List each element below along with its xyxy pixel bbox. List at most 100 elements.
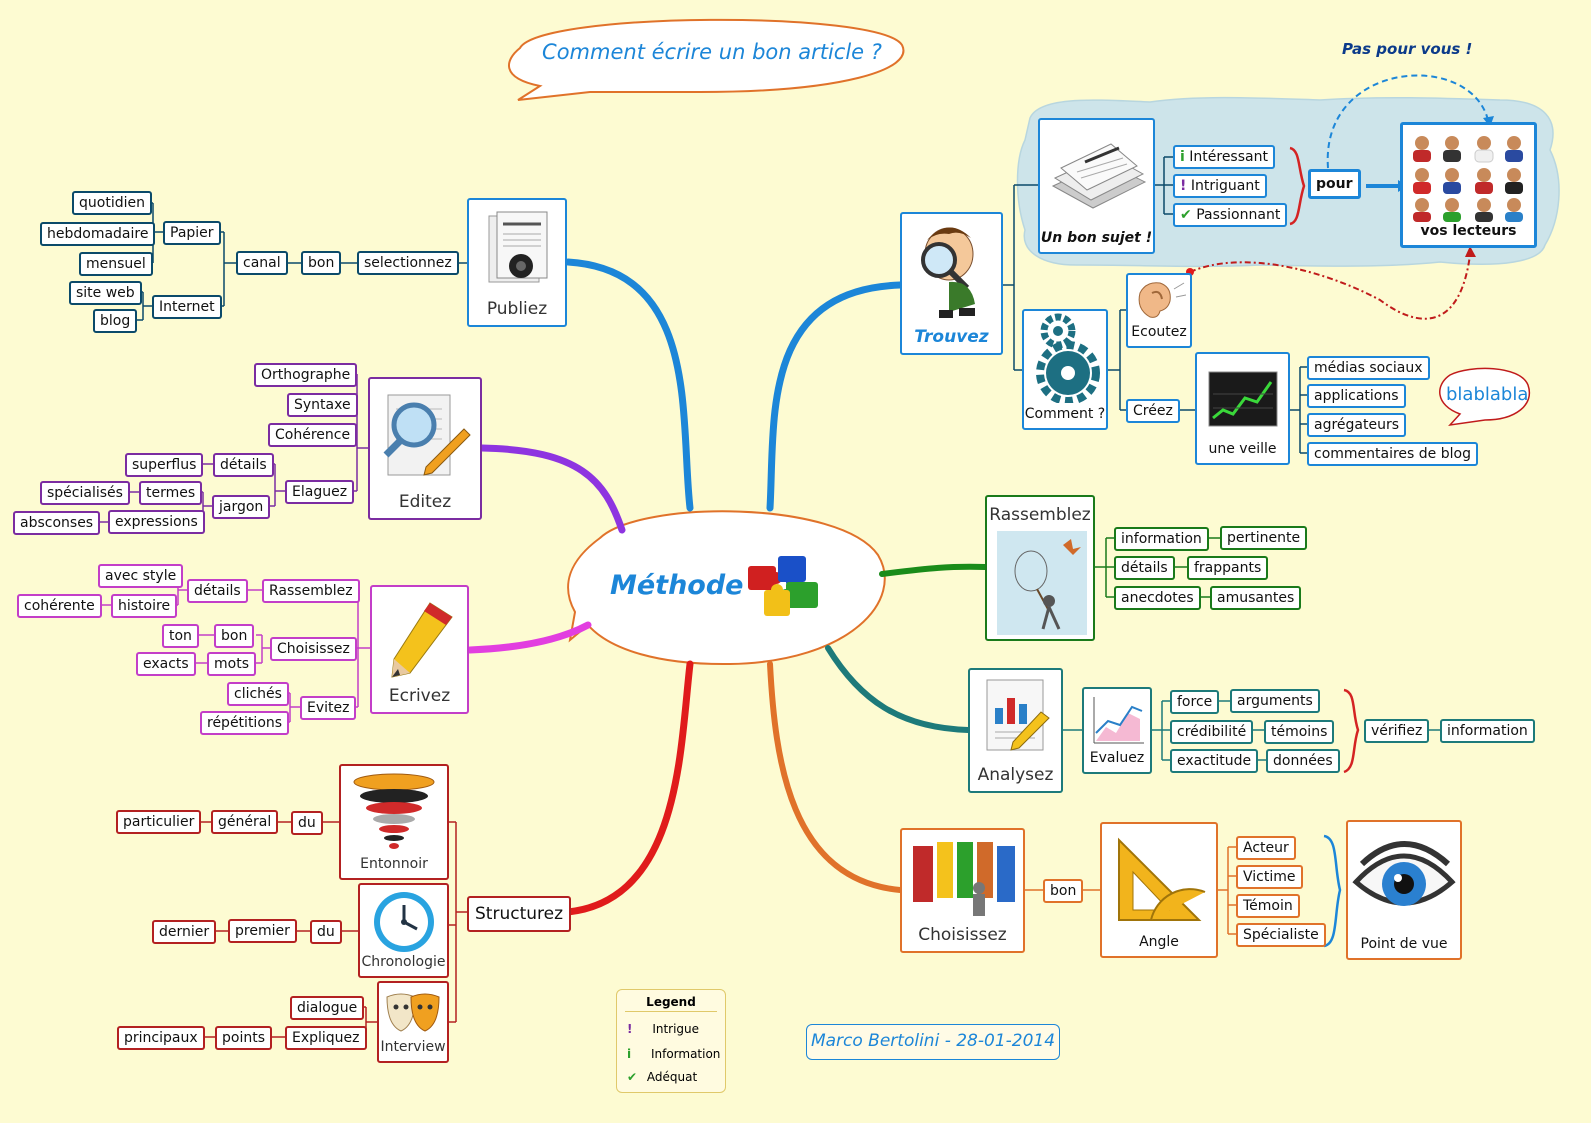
node-repetitions[interactable]: répétitions <box>200 711 290 735</box>
node-pour[interactable]: pour <box>1308 169 1361 199</box>
node-coherence[interactable]: Cohérence <box>268 423 358 447</box>
ecrivez-node[interactable]: Ecrivez <box>370 585 469 714</box>
node-anecdotes[interactable]: anecdotes <box>1114 586 1201 610</box>
node-interessant[interactable]: ⅰ Intéressant <box>1173 145 1275 169</box>
node-ton[interactable]: ton <box>162 624 199 648</box>
ecoutez-node[interactable]: Ecoutez <box>1126 273 1192 348</box>
node-commentaires-blog[interactable]: commentaires de blog <box>1307 442 1478 466</box>
node-amusantes[interactable]: amusantes <box>1210 586 1302 610</box>
node-passionnant[interactable]: ✔ Passionnant <box>1173 203 1288 227</box>
node-principaux[interactable]: principaux <box>117 1026 205 1050</box>
node-rassemblez-ecrivez[interactable]: Rassemblez <box>262 579 360 603</box>
node-donnees[interactable]: données <box>1266 749 1340 773</box>
publiez-node[interactable]: Publiez <box>467 198 567 327</box>
pencil-icon <box>390 602 453 678</box>
node-canal[interactable]: canal <box>236 251 288 275</box>
magnifier-document-icon <box>383 394 471 476</box>
veille-node[interactable]: une veille <box>1195 352 1290 465</box>
node-mots[interactable]: mots <box>207 652 256 676</box>
node-du-entonnoir[interactable]: du <box>291 811 323 835</box>
newspaper-stack-icon <box>1051 143 1146 209</box>
node-frappants[interactable]: frappants <box>1187 556 1269 580</box>
node-premier[interactable]: premier <box>228 919 297 943</box>
node-hebdomadaire[interactable]: hebdomadaire <box>40 222 156 246</box>
node-bon-ecrivez[interactable]: bon <box>214 624 255 648</box>
node-choisissez-ecrivez[interactable]: Choisissez <box>270 637 357 661</box>
node-specialiste[interactable]: Spécialiste <box>1236 923 1326 947</box>
node-pertinente[interactable]: pertinente <box>1220 526 1308 550</box>
node-selectionnez[interactable]: selectionnez <box>357 251 459 275</box>
node-du-chronologie[interactable]: du <box>310 920 342 944</box>
point-de-vue-node[interactable]: Point de vue <box>1346 820 1462 960</box>
evaluez-node[interactable]: Evaluez <box>1082 687 1152 774</box>
node-orthographe[interactable]: Orthographe <box>254 363 358 387</box>
node-syntaxe[interactable]: Syntaxe <box>287 393 358 417</box>
node-creez[interactable]: Créez <box>1126 399 1180 423</box>
sujet-node[interactable]: Un bon sujet ! <box>1038 118 1155 254</box>
node-details[interactable]: détails <box>213 453 274 477</box>
node-specialises[interactable]: spécialisés <box>40 481 130 505</box>
node-quotidien[interactable]: quotidien <box>72 191 152 215</box>
node-verifiez[interactable]: vérifiez <box>1364 719 1430 743</box>
center-bubble-shape <box>567 510 886 666</box>
node-information-rassemblez[interactable]: information <box>1114 527 1209 551</box>
node-site-web[interactable]: site web <box>69 281 142 305</box>
node-acteur[interactable]: Acteur <box>1236 836 1296 860</box>
node-temoins[interactable]: témoins <box>1264 720 1335 744</box>
node-blog[interactable]: blog <box>93 309 138 333</box>
node-bon[interactable]: bon <box>301 251 342 275</box>
node-victime[interactable]: Victime <box>1236 865 1303 889</box>
node-expliquez[interactable]: Expliquez <box>285 1026 367 1050</box>
node-cliches[interactable]: clichés <box>227 682 289 706</box>
analysez-node[interactable]: Analysez <box>968 668 1063 793</box>
node-superflus[interactable]: superflus <box>125 453 204 477</box>
rassemblez-node[interactable]: Rassemblez <box>985 495 1095 641</box>
node-force[interactable]: force <box>1170 690 1220 714</box>
node-termes[interactable]: termes <box>139 481 203 505</box>
intrigue-icon: ! <box>1180 178 1187 194</box>
node-dernier[interactable]: dernier <box>152 920 217 944</box>
node-dialogue[interactable]: dialogue <box>290 996 365 1020</box>
node-particulier[interactable]: particulier <box>116 810 202 834</box>
node-jargon[interactable]: jargon <box>212 495 271 519</box>
node-expressions[interactable]: expressions <box>108 510 205 534</box>
stock-chart-icon <box>1208 371 1277 427</box>
node-evitez[interactable]: Evitez <box>300 696 357 720</box>
comment-node[interactable]: Comment ? <box>1022 309 1108 430</box>
node-information-analysez[interactable]: information <box>1440 719 1535 743</box>
node-details-ecrivez[interactable]: détails <box>187 579 248 603</box>
node-absconses[interactable]: absconses <box>13 511 101 535</box>
center-label: Méthode <box>610 570 744 601</box>
chronologie-node[interactable]: Chronologie <box>358 883 449 978</box>
node-exactitude[interactable]: exactitude <box>1170 749 1259 773</box>
set-square-icon <box>1118 837 1206 921</box>
node-intriguant[interactable]: ! Intriguant <box>1173 174 1267 198</box>
node-medias-sociaux[interactable]: médias sociaux <box>1307 356 1430 380</box>
node-applications[interactable]: applications <box>1307 384 1406 408</box>
node-elaguez[interactable]: Elaguez <box>285 480 355 504</box>
node-avec-style[interactable]: avec style <box>98 564 184 588</box>
node-agregateurs[interactable]: agrégateurs <box>1307 413 1407 437</box>
node-exacts[interactable]: exacts <box>136 652 196 676</box>
node-internet[interactable]: Internet <box>152 295 222 319</box>
node-general[interactable]: général <box>211 810 279 834</box>
interview-node[interactable]: Interview <box>377 981 449 1063</box>
node-arguments[interactable]: arguments <box>1230 689 1320 713</box>
angle-node[interactable]: Angle <box>1100 822 1218 958</box>
structurez-node[interactable]: Structurez <box>467 896 572 932</box>
masks-icon <box>386 993 440 1032</box>
node-details-rassemblez[interactable]: détails <box>1114 556 1175 580</box>
choisissez-node[interactable]: Choisissez <box>900 828 1025 953</box>
node-credibilite[interactable]: crédibilité <box>1170 720 1254 744</box>
node-papier[interactable]: Papier <box>163 221 221 245</box>
node-temoin[interactable]: Témoin <box>1236 894 1300 918</box>
editez-node[interactable]: Editez <box>368 377 482 520</box>
node-bon-choisissez[interactable]: bon <box>1043 879 1084 903</box>
entonnoir-node[interactable]: Entonnoir <box>339 764 449 880</box>
node-coherente[interactable]: cohérente <box>17 594 102 618</box>
trouvez-node[interactable]: Trouvez <box>900 212 1003 355</box>
lecteurs-node[interactable]: vos lecteurs <box>1400 122 1537 248</box>
node-histoire[interactable]: histoire <box>111 594 178 618</box>
node-points[interactable]: points <box>215 1026 272 1050</box>
node-mensuel[interactable]: mensuel <box>79 252 153 276</box>
